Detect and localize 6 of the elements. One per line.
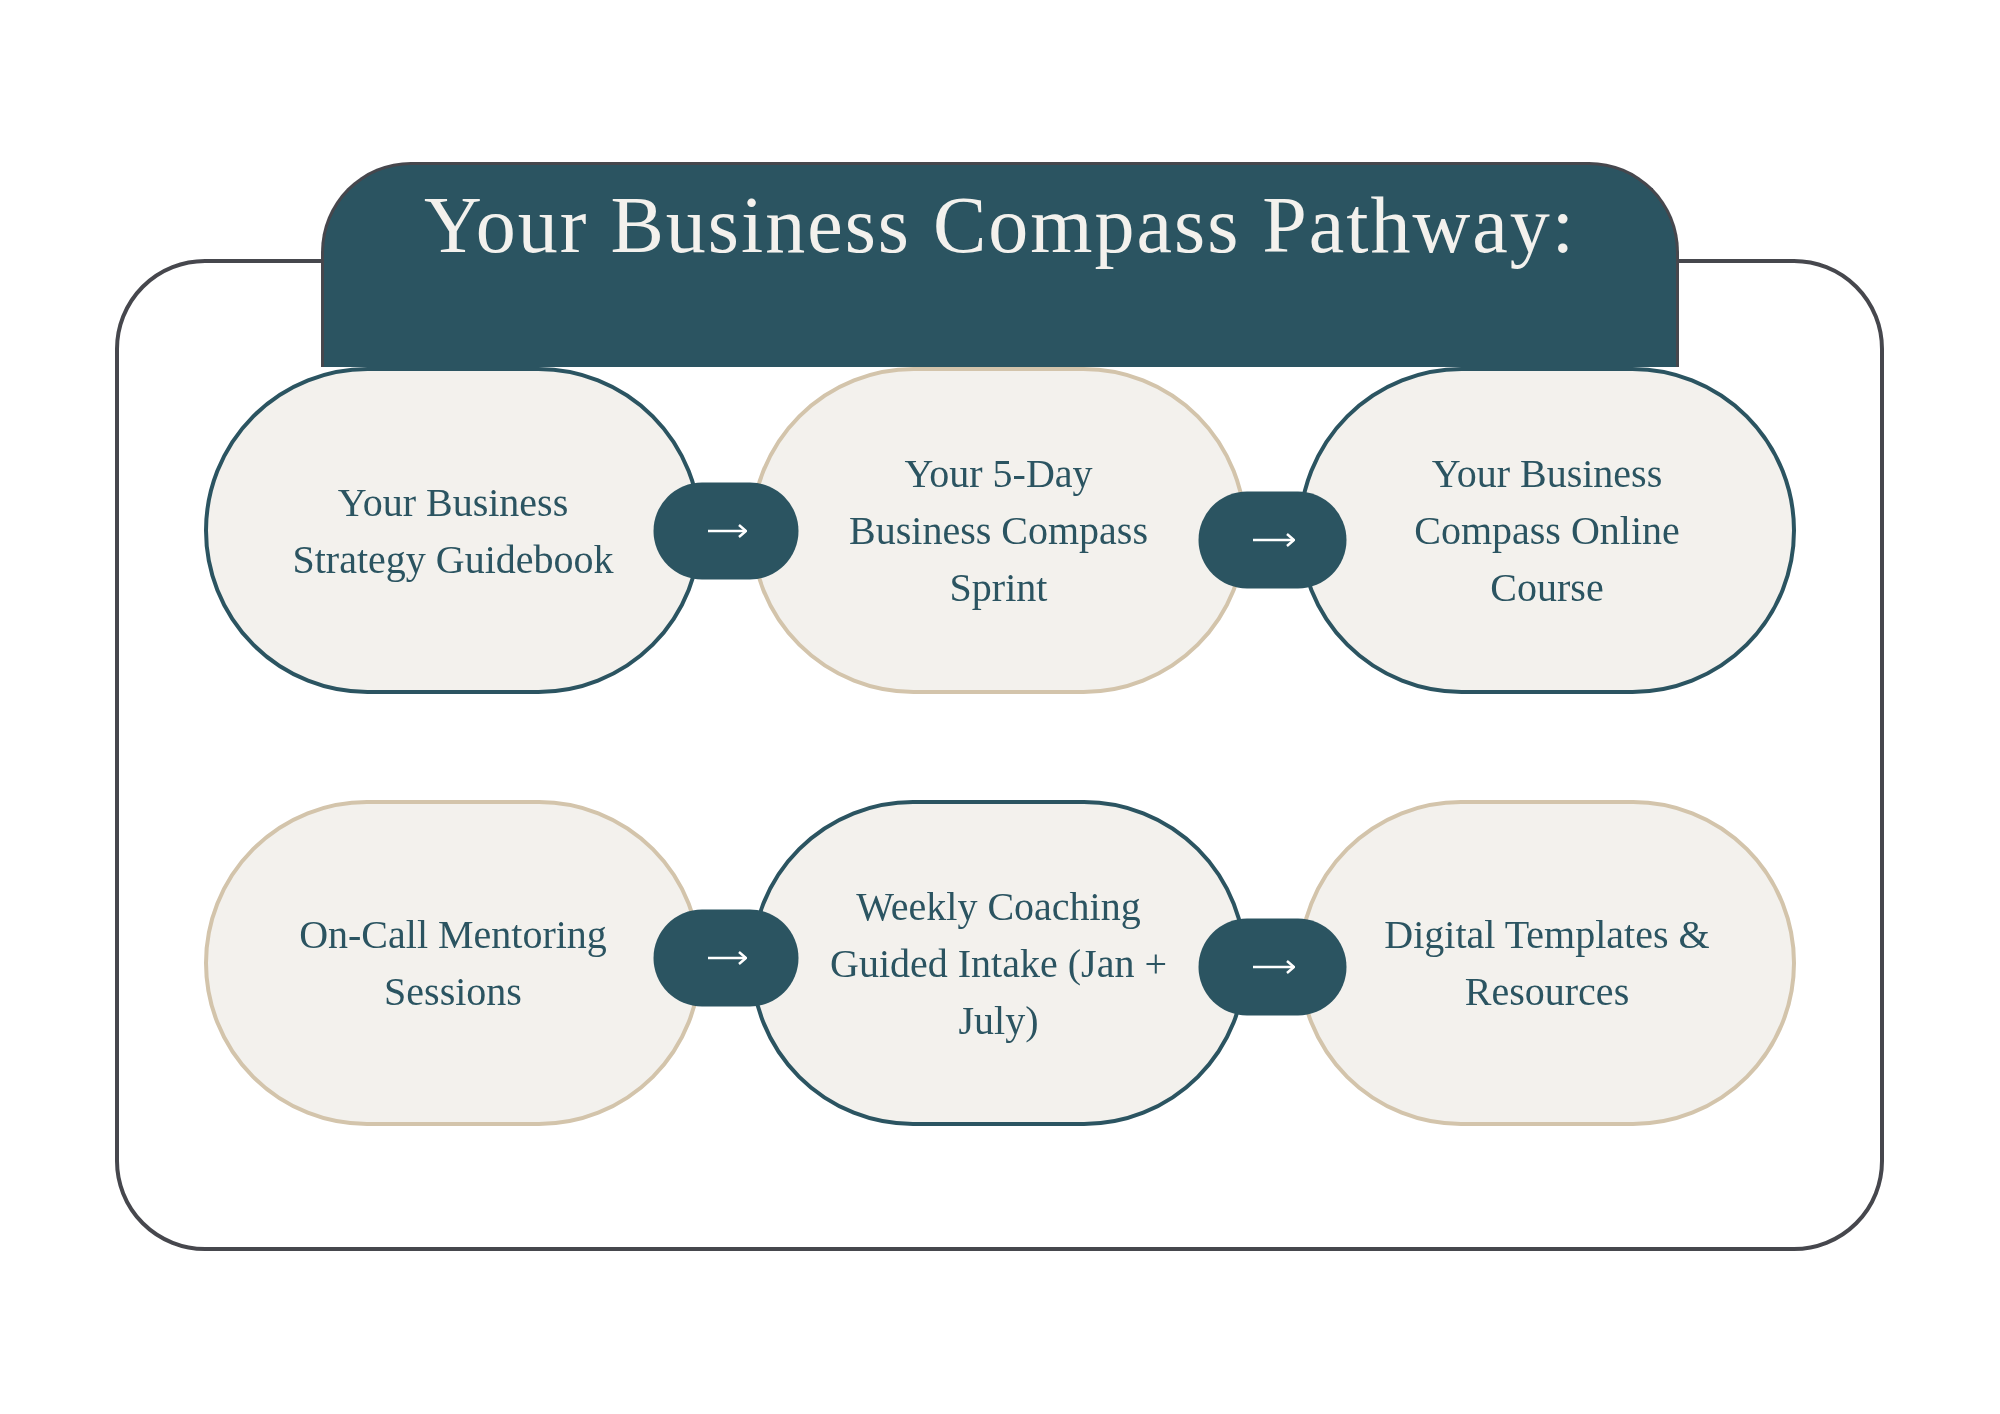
step-label: Weekly Coaching Guided Intake (Jan + July) (829, 882, 1168, 1045)
step-label: Your Business Strategy Guidebook (291, 478, 615, 584)
step-label: Your 5-Day Business Compass Sprint (848, 450, 1149, 612)
step-label: On-Call Mentoring Sessions (298, 911, 608, 1016)
step-label: Your Business Compass Online Course (1413, 450, 1681, 612)
step-label: Digital Templates & Resources (1383, 911, 1711, 1016)
